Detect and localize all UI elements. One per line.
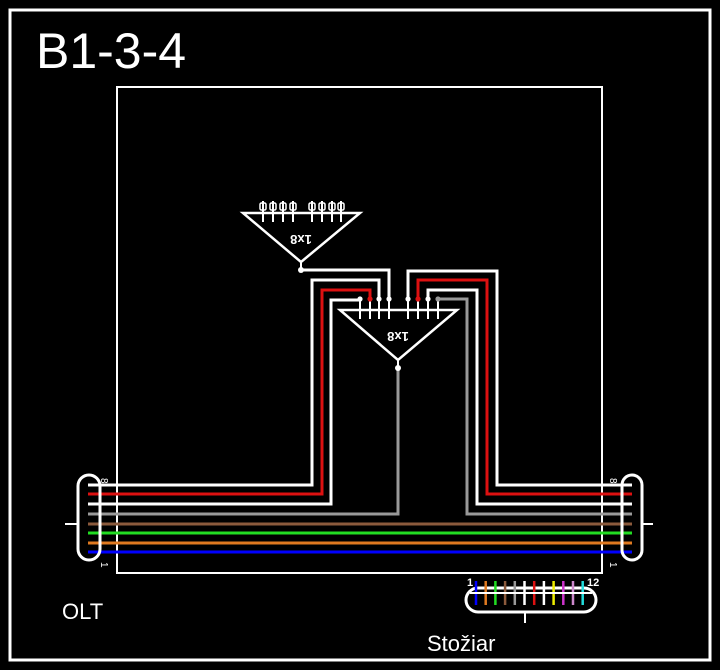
- fiber-route: [426, 288, 632, 506]
- splitter-pin-port: [425, 296, 431, 302]
- splitter-pin-cap: [269, 202, 277, 211]
- fiber-routes: [88, 268, 632, 516]
- fiber-route: [88, 278, 381, 487]
- cable-right-bottom-label: 1: [607, 562, 618, 568]
- connector-last-label: 12: [587, 577, 599, 589]
- splitter-pin-port: [415, 296, 421, 302]
- fiber-route: [406, 269, 632, 487]
- fiber-route: [88, 288, 372, 496]
- splitter-pin-port: [357, 296, 363, 302]
- connector-fibers: [470, 581, 592, 605]
- splitter-pin-cap: [308, 202, 316, 211]
- splitter-pin-port: [376, 296, 382, 302]
- outer-frame: [8, 8, 712, 662]
- splitter-pin-cap: [259, 202, 267, 211]
- olt-label: OLT: [62, 599, 103, 624]
- cable-left-top-label: 8: [98, 478, 109, 484]
- splitter-pin-port: [367, 296, 373, 302]
- fiber-route: [301, 268, 391, 300]
- closure-box: [116, 86, 603, 574]
- splitter-pin-cap: [279, 202, 287, 211]
- pole-label: Stožiar: [427, 631, 495, 656]
- fiber-lines: [88, 522, 632, 554]
- splitter-pin-cap: [289, 202, 297, 211]
- connector-first-label: 1: [467, 577, 473, 589]
- cable-left: [76, 473, 102, 562]
- splitter-label: 1x8: [387, 329, 409, 344]
- cable-left-bottom-label: 1: [98, 562, 109, 568]
- splitter-output-port: [298, 267, 304, 273]
- splitter-output-port: [395, 365, 401, 371]
- fiber-route: [438, 297, 632, 516]
- pole-connector: [464, 586, 598, 614]
- splitter-pin-cap: [337, 202, 345, 211]
- splitters: 1x8 1x8: [239, 201, 461, 371]
- splitter-pin-cap: [328, 202, 336, 211]
- splitter-2: [336, 308, 461, 362]
- splitter-pin-cap: [318, 202, 326, 211]
- diagram-title: B1-3-4: [36, 23, 186, 79]
- splitter-label: 1x8: [290, 232, 312, 247]
- fiber-route: [88, 298, 360, 506]
- cable-right: [620, 473, 644, 562]
- splitter-1: [239, 211, 364, 264]
- cable-right-top-label: 8: [607, 478, 618, 484]
- splitter-pin-port: [405, 296, 411, 302]
- splitter-pin-port: [386, 296, 392, 302]
- fiber-route: [88, 368, 400, 516]
- splitter-pin-port: [435, 296, 441, 302]
- fiber-route: [416, 278, 632, 496]
